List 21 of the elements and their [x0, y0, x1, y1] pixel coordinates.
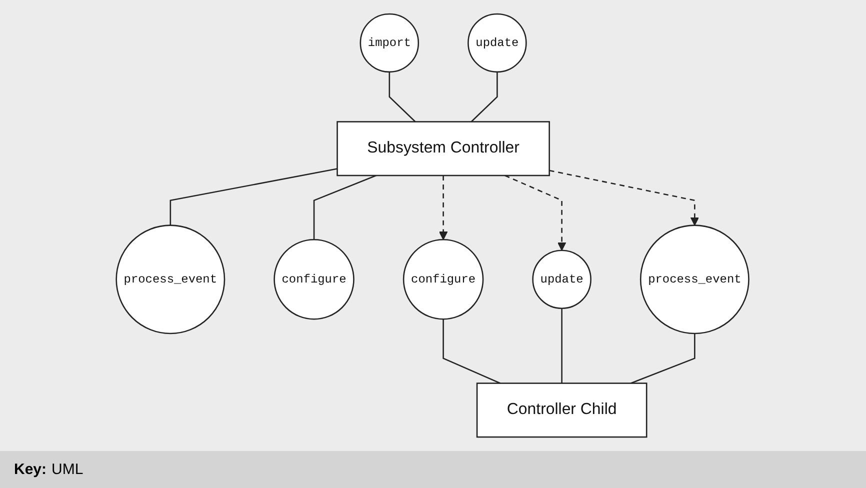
arrow: [550, 170, 700, 226]
node-circle: configure: [403, 239, 484, 320]
key-text: UML: [52, 461, 84, 478]
connector: [562, 308, 563, 384]
connector: [443, 319, 501, 384]
arrow: [439, 176, 448, 240]
connector: [170, 168, 338, 226]
node-circle: configure: [274, 239, 355, 320]
connector: [471, 72, 498, 122]
node-circle: process_event: [116, 224, 226, 334]
node-circle: import: [360, 13, 420, 73]
node-box: Controller Child: [476, 382, 648, 438]
connector: [631, 333, 696, 384]
node-box: Subsystem Controller: [337, 121, 550, 176]
connector: [389, 72, 416, 122]
node-circle: update: [468, 13, 528, 73]
key-heading: Key:: [14, 461, 47, 478]
arrow: [505, 174, 567, 251]
node-circle: process_event: [640, 224, 750, 334]
connector: [314, 174, 377, 240]
node-circle: update: [532, 250, 592, 310]
